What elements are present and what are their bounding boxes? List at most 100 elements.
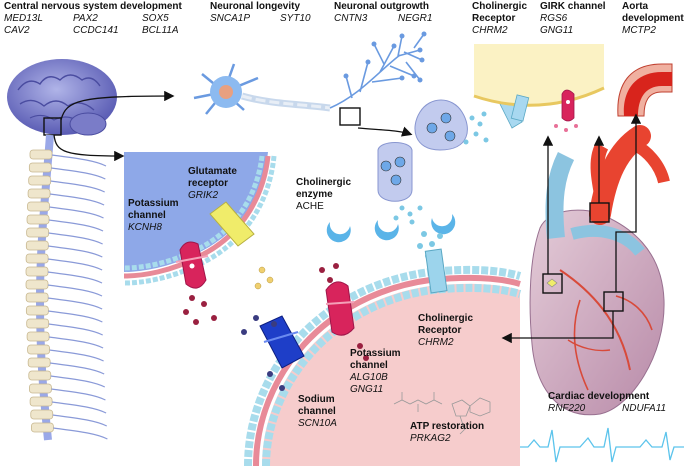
left-cell-icon	[123, 152, 277, 325]
spinal-nerve	[48, 245, 103, 258]
sodium-gene: SCN10A	[298, 418, 337, 429]
spinal-nerve	[48, 297, 103, 310]
aorta-gene: MCTP2	[622, 25, 656, 36]
spinal-nerve	[48, 310, 103, 323]
aorta-title-2: development	[622, 13, 684, 24]
chol-enzyme-title-2: enzyme	[296, 189, 333, 200]
vertebra	[29, 149, 53, 160]
main-cell-icon	[241, 248, 522, 466]
potassium-left-gene: KCNH8	[128, 222, 162, 233]
outgrowth-title: Neuronal outgrowth	[334, 1, 429, 12]
outgrowth-gene-2: NEGR1	[398, 13, 433, 24]
chol-receptor-top-gene: CHRM2	[472, 25, 508, 36]
vertebra	[29, 396, 53, 407]
spinal-nerve	[52, 414, 108, 427]
chol-receptor-mid-title-2: Receptor	[418, 325, 462, 336]
longevity-title: Neuronal longevity	[210, 1, 301, 12]
sodium-title-1: Sodium	[298, 394, 335, 405]
vertebra	[25, 279, 49, 290]
chol-enzyme-gene: ACHE	[296, 201, 324, 212]
vertebra	[25, 305, 49, 316]
atp-gene: PRKAG2	[410, 433, 451, 444]
spinal-nerve	[50, 180, 105, 193]
brain-icon	[7, 59, 117, 136]
spinal-nerve	[48, 258, 103, 271]
potassium-mid-gene-2: GNG11	[350, 384, 384, 395]
chol-receptor-top-title-1: Cholinergic	[472, 1, 528, 12]
spinal-nerve	[48, 219, 104, 232]
vertebra	[26, 318, 50, 329]
ecg-icon	[508, 427, 684, 463]
spinal-nerve	[52, 401, 107, 414]
vertebra	[26, 214, 50, 225]
spinal-nerve	[50, 362, 105, 375]
spinal-nerve	[49, 206, 104, 219]
longevity-gene-2: SYT10	[280, 13, 311, 24]
arrow-heart-to-aorta	[615, 113, 642, 292]
top-membrane-icon	[473, 44, 605, 132]
sodium-title-2: channel	[298, 406, 336, 417]
spinal-nerve	[50, 375, 106, 388]
vertebra	[28, 175, 52, 186]
cns-gene-3: SOX5	[142, 13, 169, 24]
glutamate-title-1: Glutamate	[188, 166, 237, 177]
chol-receptor-mid-gene: CHRM2	[418, 337, 454, 348]
vertebra	[26, 331, 50, 342]
cns-title: Central nervous system development	[4, 1, 182, 12]
vertebra	[27, 344, 51, 355]
cns-gene-6: BCL11A	[142, 25, 179, 36]
cns-gene-5: CCDC141	[73, 25, 119, 36]
vertebra	[28, 370, 52, 381]
vertebra	[25, 292, 49, 303]
vertebra	[27, 188, 51, 199]
cardiac-gene-1: RNF220	[548, 403, 586, 414]
cns-gene-1: MED13L	[4, 13, 43, 24]
vertebra	[26, 227, 50, 238]
vertebra	[27, 357, 51, 368]
potassium-mid-title-1: Potassium	[350, 348, 401, 359]
potassium-left-title-2: channel	[128, 210, 166, 221]
longevity-gene-1: SNCA1P	[210, 13, 251, 24]
vertebra	[27, 201, 50, 212]
girk-title: GIRK channel	[540, 1, 606, 12]
spinal-cord-icon	[25, 134, 108, 441]
vertebra	[29, 383, 52, 394]
chol-receptor-top-title-2: Receptor	[472, 13, 516, 24]
spinal-nerve	[50, 193, 105, 206]
aorta-icon	[617, 63, 673, 117]
cardiac-title: Cardiac development	[548, 391, 650, 402]
arrow-heart-to-cell	[501, 311, 614, 344]
vertebra	[28, 162, 52, 173]
girk-gene-2: GNG11	[540, 25, 574, 36]
spinal-nerve	[47, 284, 103, 297]
spinal-nerve	[48, 323, 103, 336]
vertebra	[31, 422, 54, 433]
synapse-icon	[377, 97, 523, 225]
chol-receptor-mid-title-1: Cholinergic	[418, 313, 474, 324]
aorta-title-1: Aorta	[622, 1, 649, 12]
heart-icon	[529, 125, 670, 416]
arrows	[53, 90, 642, 344]
vertebra	[25, 266, 49, 277]
cardiac-gene-2: NDUFA11	[622, 403, 667, 414]
vertebra	[25, 240, 49, 251]
girk-gene-1: RGS6	[540, 13, 568, 24]
vertebra	[25, 253, 49, 264]
chol-enzyme-title-1: Cholinergic	[296, 177, 352, 188]
atp-title: ATP restoration	[410, 421, 485, 432]
atp-molecule-icon	[393, 392, 491, 435]
neuron-icon	[193, 31, 427, 126]
spinal-nerve	[49, 349, 104, 362]
arrow-brain-to-neuron	[60, 90, 175, 121]
arrow-neuron-to-synapse	[357, 126, 413, 137]
potassium-mid-gene-1: ALG10B	[350, 372, 388, 383]
spinal-nerve	[53, 427, 108, 440]
spinal-nerve	[49, 336, 104, 349]
spinal-nerve	[51, 388, 106, 401]
spinal-nerve	[48, 232, 103, 245]
ache-enzyme-icon	[326, 214, 456, 243]
cns-gene-4: CAV2	[4, 25, 30, 36]
glutamate-title-2: receptor	[188, 178, 229, 189]
spinal-nerve	[51, 167, 106, 180]
